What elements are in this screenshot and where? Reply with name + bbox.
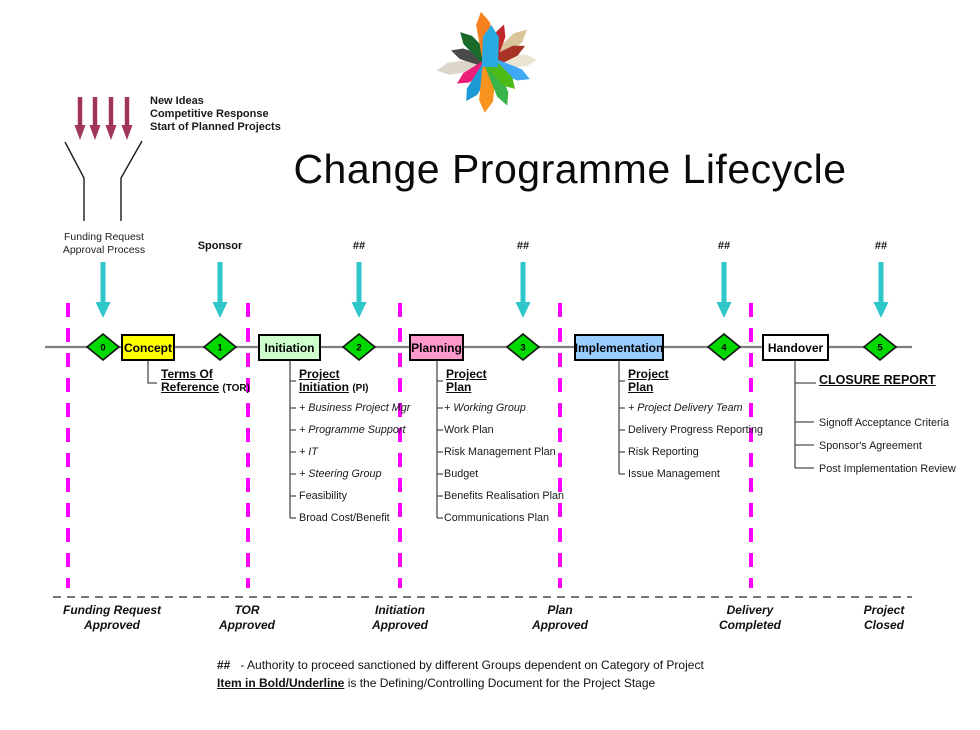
tree-connectors (147, 361, 816, 519)
deliverable-item: Delivery Progress Reporting (628, 424, 764, 436)
deliverable-item: + Steering Group (299, 468, 382, 480)
approver-label-hash-3: ## (717, 240, 731, 252)
milestone-diamonds (85, 332, 898, 362)
deliverable-heading-implementation: Project Plan (628, 367, 669, 394)
deliverable-item: Benefits Realisation Plan (444, 490, 565, 502)
footnote-hash: ## - Authority to proceed sanctioned by … (217, 658, 704, 672)
milestone-number-1: 1 (217, 343, 223, 354)
approval-arrows (95, 262, 889, 318)
footnote-bold-underline: Item in Bold/Underline is the Defining/C… (217, 675, 656, 690)
milestone-number-5: 5 (877, 343, 883, 354)
stage-box-initiation: Initiation (258, 334, 321, 361)
deliverable-item: Sponsor's Agreement (819, 439, 922, 452)
input-arrows (74, 97, 133, 140)
deliverable-item: + Project Delivery Team (628, 402, 743, 414)
milestone-numbers: 0 1 2 3 4 5 (100, 343, 883, 354)
gate-lines (66, 303, 753, 588)
approver-label-hash-1: ## (352, 240, 366, 252)
funnel-input-labels: New Ideas Competitive Response Start of … (150, 95, 281, 134)
stage-box-concept: Concept (121, 334, 175, 361)
stage-box-implementation: Implementation (574, 334, 664, 361)
deliverable-heading-planning: Project Plan (446, 367, 487, 394)
deliverable-heading-handover: CLOSURE REPORT (819, 373, 936, 387)
funnel-lines (64, 140, 143, 221)
milestone-number-2: 2 (356, 343, 361, 354)
deliverable-heading-initiation: Project Initiation (PI) (299, 367, 369, 395)
page-title: Change Programme Lifecycle (293, 146, 847, 192)
logo-petals (436, 11, 537, 113)
deliverable-item: + Working Group (444, 402, 526, 414)
approver-label-sponsor: Sponsor (197, 240, 243, 252)
approver-label-hash-4: ## (874, 240, 888, 252)
approver-label-hash-2: ## (516, 240, 530, 252)
deliverable-item: Signoff Acceptance Criteria (819, 416, 950, 429)
deliverable-item: Issue Management (628, 468, 720, 480)
deliverable-heading-concept: Terms Of Reference (TOR) (161, 367, 250, 395)
deliverable-item: Work Plan (444, 424, 494, 436)
footnotes: ## - Authority to proceed sanctioned by … (217, 657, 704, 692)
deliverable-item: + Business Project Mgr (299, 402, 411, 414)
funnel-input-line: Competitive Response (150, 108, 269, 120)
milestone-number-4: 4 (721, 343, 727, 354)
deliverable-list-initiation: + Business Project Mgr + Programme Suppor… (299, 397, 410, 529)
deliverable-item: Broad Cost/Benefit (299, 512, 390, 524)
funnel-caption: Funding Request Approval Process (62, 231, 146, 256)
deliverable-item: + IT (299, 446, 318, 458)
stage-box-planning: Planning (409, 334, 464, 361)
funnel-input-line: Start of Planned Projects (150, 121, 281, 133)
stage-box-handover: Handover (762, 334, 829, 361)
deliverable-item: Communications Plan (444, 512, 550, 524)
starburst-logo-icon (436, 11, 537, 113)
deliverable-item: Budget (444, 468, 479, 480)
deliverable-item: Post Implementation Review (819, 462, 956, 475)
deliverable-item: + Programme Support (299, 424, 406, 436)
deliverable-item: Risk Reporting (628, 446, 699, 458)
funnel-input-line: New Ideas (150, 95, 204, 107)
milestone-number-0: 0 (100, 343, 105, 354)
deliverable-item: Feasibility (299, 490, 348, 502)
deliverable-item: Risk Management Plan (444, 446, 556, 458)
milestone-number-3: 3 (520, 343, 525, 354)
